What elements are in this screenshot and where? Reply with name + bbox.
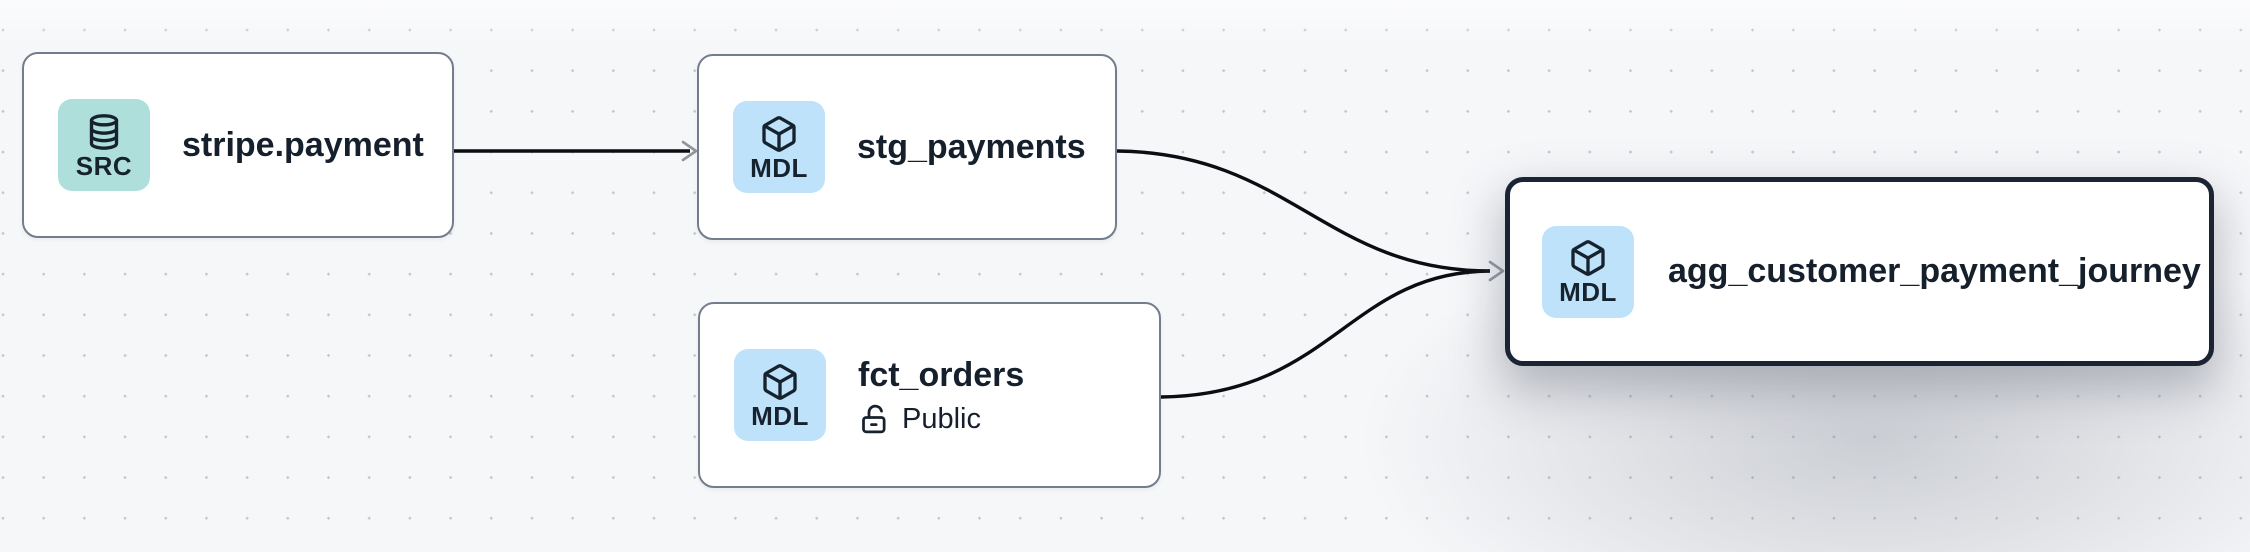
arrowhead-icon [681,140,698,162]
node-fct-orders[interactable]: MDL fct_orders Public [698,302,1161,488]
access-label: Public [902,403,981,436]
node-agg-customer-payment-journey[interactable]: MDL agg_customer_payment_journey [1505,177,2214,366]
model-type-badge: MDL [734,349,826,441]
edge-stg-to-agg [1116,149,1491,273]
badge-label: MDL [750,152,808,183]
cube-icon [1571,240,1605,276]
cube-icon [763,363,797,400]
edge-fct-to-agg [1160,269,1491,399]
node-title: fct_orders [858,355,1025,394]
node-title: stg_payments [857,127,1086,166]
node-title: stripe.payment [182,125,424,164]
source-type-badge: SRC [58,99,150,191]
database-icon [89,113,119,150]
model-type-badge: MDL [1542,225,1634,318]
cube-icon [762,115,796,152]
badge-label: MDL [1559,277,1617,307]
access-row: Public [858,403,1024,436]
node-stripe-payment[interactable]: SRC stripe.payment [22,52,454,238]
arrowhead-icon [1488,260,1505,282]
badge-label: SRC [75,150,133,181]
node-stg-payments[interactable]: MDL stg_payments [697,54,1117,240]
model-type-badge: MDL [733,101,825,193]
node-title: agg_customer_payment_journey [1668,252,2201,291]
badge-label: MDL [751,400,809,431]
unlock-icon [862,404,886,434]
